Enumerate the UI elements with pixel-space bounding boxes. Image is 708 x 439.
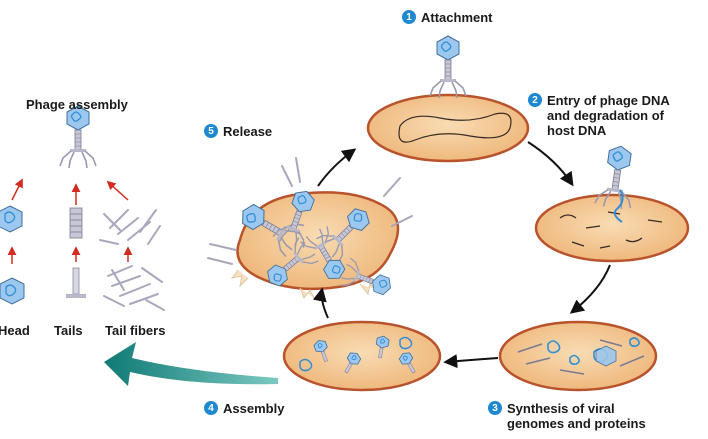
step-2-line-3: host DNA xyxy=(547,123,607,138)
step-1-badge: 1 xyxy=(402,10,416,24)
step-4-badge: 4 xyxy=(204,401,218,415)
step-3-label: 3 Synthesis of viral genomes and protein… xyxy=(488,401,646,431)
step-1-label: 1 Attachment xyxy=(402,10,493,25)
step-2-badge: 2 xyxy=(528,93,542,107)
step-4-label: 4 Assembly xyxy=(204,401,284,416)
step-2-line-1: Entry of phage DNA xyxy=(547,93,670,108)
assembled-phage xyxy=(59,105,97,169)
phage-head-parts xyxy=(0,205,25,305)
step-5-badge: 5 xyxy=(204,124,218,138)
cell-release xyxy=(207,157,413,303)
assembly-arrows xyxy=(7,178,133,264)
tail-fiber-parts xyxy=(99,209,165,311)
cell-assembly xyxy=(282,320,442,392)
step-2-label: 2 Entry of phage DNA and degradation of … xyxy=(528,93,670,138)
step-3-line-1: Synthesis of viral xyxy=(507,401,615,416)
step-5-line-1: Release xyxy=(223,124,273,139)
label-tails: Tails xyxy=(54,323,83,338)
cell-dna-entry xyxy=(534,142,690,263)
phage-tail-parts xyxy=(66,207,86,298)
step-3-badge: 3 xyxy=(488,401,502,415)
cell-synthesis xyxy=(498,320,658,392)
step-2-line-2: and degradation of xyxy=(547,108,664,123)
step-1-line-1: Attachment xyxy=(421,10,493,25)
step-5-label: 5 Release xyxy=(204,124,272,139)
step-4-line-1: Assembly xyxy=(223,401,285,416)
teal-assembly-arrow xyxy=(104,342,278,386)
cell-attachment xyxy=(366,35,530,163)
cycle-arrows xyxy=(312,141,611,369)
label-tail-fibers: Tail fibers xyxy=(105,323,166,338)
label-head: Head xyxy=(0,323,30,338)
step-3-line-2: genomes and proteins xyxy=(507,416,646,431)
phage-assembly-title: Phage assembly xyxy=(26,97,128,112)
